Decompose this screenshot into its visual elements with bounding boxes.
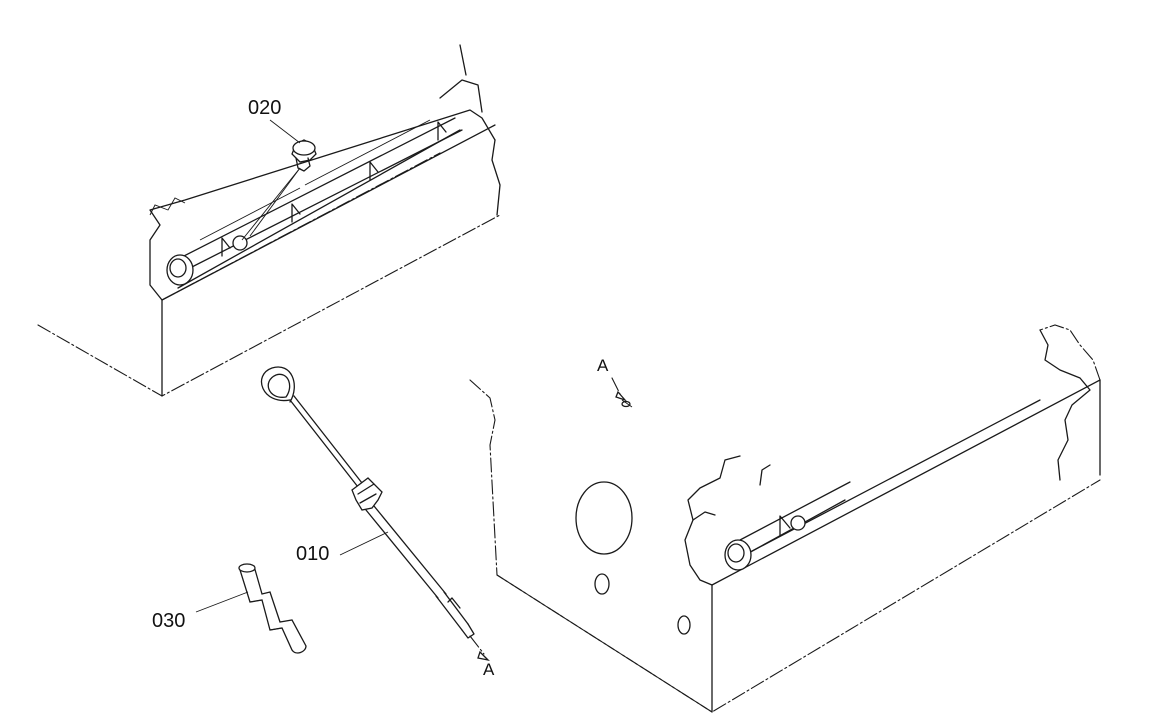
guide-pipe-part-030 (195, 563, 307, 654)
engine-block-detail (37, 44, 501, 397)
plug-part-020 (241, 119, 317, 241)
view-ref-a-top: A (597, 356, 609, 375)
label-020: 020 (248, 97, 281, 119)
label-030: 030 (152, 610, 185, 632)
dipstick-part-010 (260, 366, 490, 662)
view-ref-a-arrowhead (615, 390, 628, 402)
view-ref-a-bottom: A (483, 660, 495, 679)
engine-block-main (469, 324, 1101, 713)
label-010: 010 (296, 543, 329, 565)
